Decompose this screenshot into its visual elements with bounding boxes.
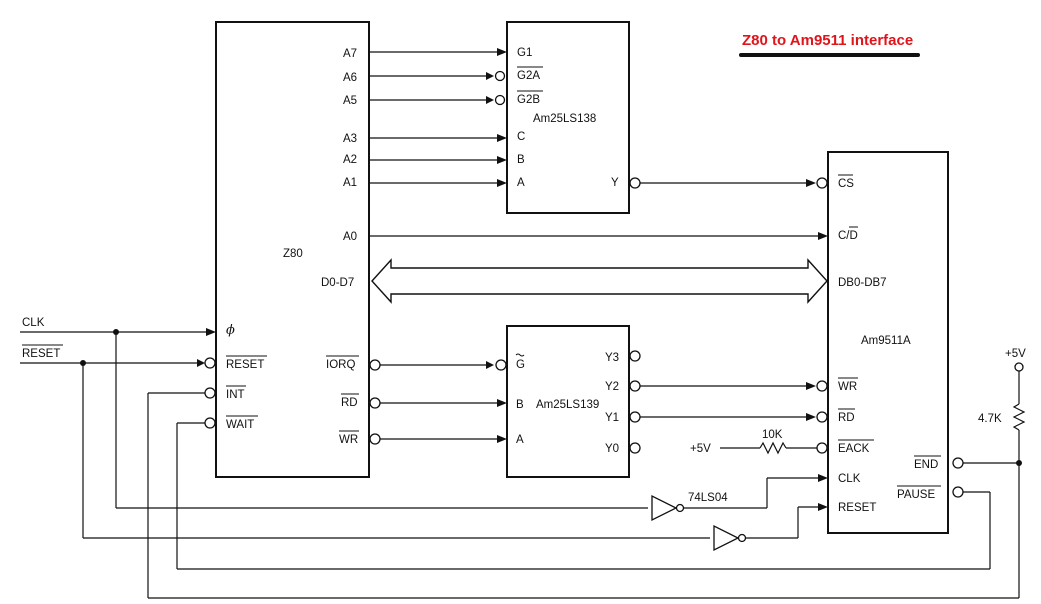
dec139-pin-y2: Y2	[605, 381, 619, 393]
clk-net	[20, 328, 828, 522]
z80-pin-a2: A2	[343, 154, 357, 166]
z80-to-139-wires	[369, 359, 507, 445]
z80-pin-data: D0-D7	[321, 277, 354, 289]
data-bus	[371, 258, 828, 304]
dec139-outputs	[629, 350, 828, 454]
apu-pin-wr: WR	[838, 381, 857, 393]
eack-pullup	[720, 441, 828, 455]
apu-pin-pause: PAUSE	[897, 489, 935, 501]
am9511a-name: Am9511A	[861, 335, 911, 347]
z80-pin-rd: RD	[341, 397, 358, 409]
dec138-pin-g1: G1	[517, 47, 532, 59]
apu-pin-end: END	[914, 459, 938, 471]
am25ls138-chip	[506, 21, 630, 214]
clk-signal-label: CLK	[22, 317, 45, 329]
z80-pin-a3: A3	[343, 133, 357, 145]
a0-wire	[369, 232, 828, 240]
dec138-pin-a: A	[517, 177, 525, 189]
z80-pin-phi: ϕ	[226, 323, 235, 338]
reset-net	[20, 357, 828, 552]
dec138-pin-g2b: G2B	[517, 94, 540, 106]
dec138-pin-g2a: G2A	[517, 70, 540, 82]
dec138-pin-y: Y	[611, 177, 619, 189]
apu-pin-db: DB0-DB7	[838, 277, 887, 289]
wait-net	[176, 417, 991, 570]
z80-name: Z80	[283, 248, 303, 260]
dec138-pin-c: C	[517, 131, 525, 143]
am25ls138-name: Am25LS138	[533, 113, 596, 125]
apu-pin-eack: EACK	[838, 443, 870, 455]
z80-pin-a7: A7	[343, 48, 357, 60]
z80-pin-a5: A5	[343, 95, 357, 107]
inverter-label: 74LS04	[688, 492, 728, 504]
am25ls139-chip	[506, 325, 630, 478]
apu-pin-cd: C/D	[838, 230, 858, 242]
reset-signal-label: RESET	[22, 348, 60, 360]
z80-pin-a6: A6	[343, 72, 357, 84]
dec139-g-tilde	[515, 353, 525, 357]
diagram-title: Z80 to Am9511 interface	[742, 32, 913, 49]
z80-pin-reset: RESET	[226, 359, 264, 371]
z80-pin-wait: WAIT	[226, 419, 254, 431]
chip-select-wire	[629, 177, 828, 189]
int-net	[147, 387, 1020, 599]
dec139-pin-b: B	[516, 399, 524, 411]
address-wires	[369, 48, 507, 187]
am25ls139-name: Am25LS139	[536, 399, 599, 411]
z80-chip	[215, 21, 370, 478]
resistor-4k7-label: 4.7K	[978, 413, 1002, 425]
resistor-10k-label: 10K	[762, 429, 783, 441]
dec139-pin-y0: Y0	[605, 443, 619, 455]
z80-pin-iorq: IORQ	[326, 359, 355, 371]
dec139-pin-g: G	[516, 359, 525, 371]
dec139-pin-y3: Y3	[605, 352, 619, 364]
z80-pin-a0: A0	[343, 231, 357, 243]
dec139-pin-a: A	[516, 434, 524, 446]
eack-vcc-label: +5V	[690, 443, 711, 455]
apu-pin-rd: RD	[838, 412, 855, 424]
apu-pin-reset: RESET	[838, 502, 876, 514]
am9511a-chip	[827, 151, 949, 534]
apu-pin-clk: CLK	[838, 473, 861, 485]
z80-pin-wr: WR	[339, 434, 358, 446]
apu-pin-cs: CS	[838, 178, 854, 190]
dec138-pin-b: B	[517, 154, 525, 166]
dec139-pin-y1: Y1	[605, 412, 619, 424]
z80-pin-a1: A1	[343, 177, 357, 189]
z80-pin-int: INT	[226, 389, 245, 401]
end-vcc-label: +5V	[1005, 348, 1026, 360]
end-net	[952, 362, 1026, 469]
